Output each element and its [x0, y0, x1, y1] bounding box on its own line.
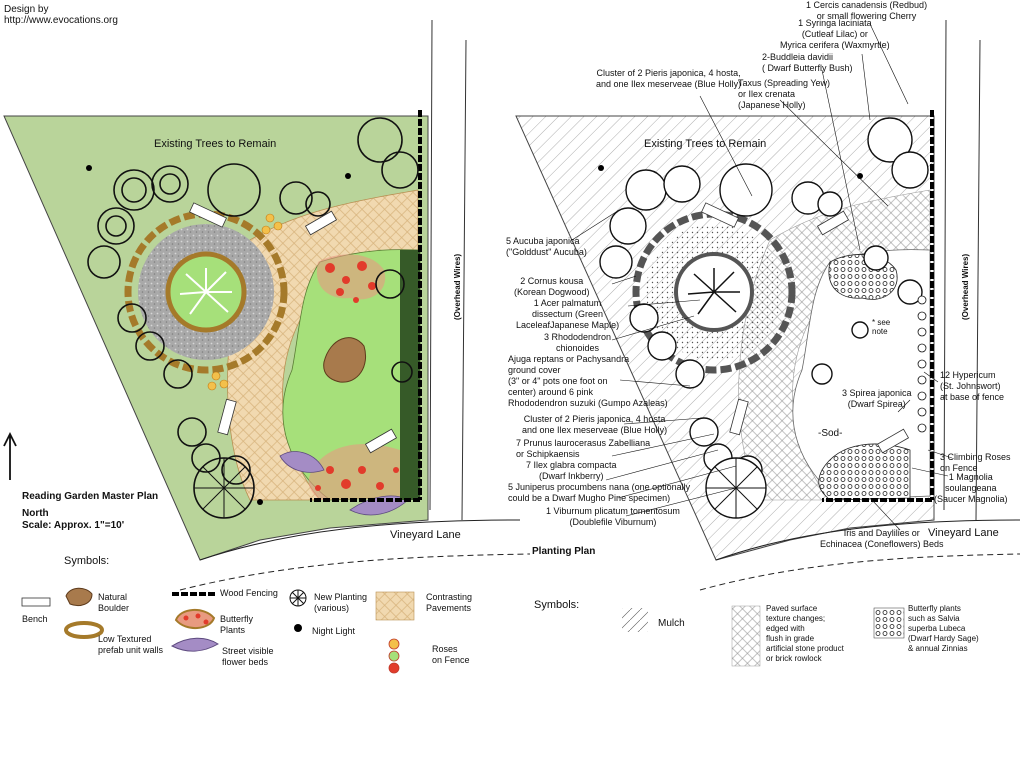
master-boulder [323, 337, 366, 383]
planting-overhead-wires-label: (Overhead Wires) [961, 253, 970, 320]
master-overhead-wire [429, 19, 467, 521]
master-existing-trees-label: Existing Trees to Remain [154, 138, 277, 150]
legend-flower-beds-label: Street visible flower beds [222, 646, 274, 667]
callout-taxus: Taxus (Spreading Yew) or Ilex crenata (J… [738, 78, 831, 110]
legend-walls-label: Low Textured prefab unit walls [98, 634, 164, 655]
callout-rhodo: 3 Rhododendron chionoides [544, 332, 612, 353]
master-plan-title: Reading Garden Master Plan [22, 491, 159, 502]
callout-cornus: 2 Cornus kousa (Korean Dogwood) [514, 276, 590, 297]
callout-aucuba: 5 Aucuba japonica ("Golddust" Aucuba) [506, 236, 587, 257]
north-label: North [22, 508, 49, 519]
planting-street-curve [715, 519, 1021, 561]
legend-boulder-swatch [65, 587, 93, 607]
callout-roses: 3 Climbing Roses on Fence [940, 452, 1011, 473]
master-lane-label: Vineyard Lane [390, 529, 461, 541]
planting-lane-label: Vineyard Lane [928, 527, 999, 539]
master-new-planting-symbols [193, 457, 255, 519]
legend-left-swatches [21, 587, 415, 674]
legend-boulder-label: Natural Boulder [98, 592, 130, 613]
legend-mulch-swatch [622, 608, 648, 632]
legend-butterfly-plants-label: Butterfly plants such as Salvia superba … [908, 604, 979, 653]
callout-ilex-glabra: 7 Ilex glabra compacta (Dwarf Inkberry) [526, 460, 617, 481]
master-hedge [400, 250, 420, 500]
callout-lilac: 1 Syringa laciniata (Cutleaf Lilac) or M… [780, 18, 890, 50]
planting-benches [701, 202, 910, 454]
callout-pieris-mid: Cluster of 2 Pieris japonica, 4 hosta an… [522, 414, 668, 435]
callout-ajuga: Ajuga reptans or Pachysandra ground cove… [508, 354, 668, 408]
legend-bench-label: Bench [22, 614, 48, 624]
callout-buddleia: 2-Buddleia davidii ( Dwarf Butterfly Bus… [762, 52, 853, 73]
sod-label: -Sod- [818, 428, 843, 439]
planting-hypericum-row [917, 295, 927, 433]
legend-new-planting-label: New Planting (various) [314, 592, 368, 613]
legend-left-title: Symbols: [64, 555, 110, 567]
legend-butterfly-swatch [174, 609, 216, 629]
master-center-tree [179, 268, 232, 315]
legend-right-swatches [622, 605, 905, 667]
planting-overhead-wire [943, 19, 981, 521]
callout-viburnum: 1 Viburnum plicatum tomentosum (Doublefi… [546, 506, 680, 527]
legend-bench-swatch [21, 597, 51, 607]
master-street-curve [199, 519, 521, 561]
callout-redbud: 1 Cercis canadensis (Redbud) or small fl… [806, 0, 928, 21]
legend-right-title: Symbols: [534, 599, 580, 611]
planting-existing-trees-label: Existing Trees to Remain [644, 138, 767, 150]
master-flower-bed [279, 451, 325, 473]
master-roses-fence [207, 213, 283, 391]
legend-new-planting-swatch [289, 589, 307, 607]
master-night-lights [86, 165, 351, 505]
legend-paved-swatch [731, 605, 761, 667]
callout-hypericum: 12 Hypericum (St. Johnswort) at base of … [940, 370, 1005, 402]
legend-flower-bed-swatch [170, 637, 219, 652]
callout-spirea: 3 Spirea japonica (Dwarf Spirea) [842, 388, 912, 409]
planting-wood-fence [822, 110, 934, 502]
callout-pieris-top: Cluster of 2 Pieris japonica, 4 hosta, a… [596, 68, 742, 89]
master-wood-fence [310, 110, 422, 502]
legend-pavements-label: Contrasting Pavements [426, 592, 473, 613]
scale-label: Scale: Approx. 1"=10' [22, 520, 125, 531]
legend-butterfly-label: Butterfly Plants [220, 614, 254, 635]
legend-pavement-swatch [375, 591, 415, 621]
legend-roses-label: Roses on Fence [432, 644, 470, 665]
planting-plan-title: Planting Plan [532, 546, 596, 557]
callout-iris: Iris and Daylilies or Echinacea (Coneflo… [820, 528, 944, 549]
legend-night-light-label: Night Light [312, 626, 356, 636]
planting-plan [515, 19, 1021, 591]
legend-butterfly-plants-swatch [873, 607, 905, 639]
see-note-label: * see note [872, 318, 891, 336]
callout-prunus: 7 Prunus laurocerasus Zabelliana or Schi… [516, 438, 651, 459]
master-benches [189, 202, 398, 454]
legend-mulch-label: Mulch [658, 618, 685, 629]
legend-roses-swatch [388, 638, 400, 674]
credit-text: Design by http://www.evocations.org [4, 4, 118, 26]
planting-center-tree [687, 268, 740, 315]
planting-butterfly-bed [818, 443, 911, 501]
master-street-curve-outer [179, 553, 531, 591]
master-plan [3, 19, 531, 591]
north-arrow[interactable] [3, 431, 17, 480]
callout-juniperus: 5 Juniperus procumbens nana (one optiona… [508, 482, 691, 503]
legend-paved-label: Paved surface texture changes; edged wit… [766, 604, 844, 663]
callout-magnolia: 1 Magnolia soulangeana (Saucer Magnolia) [934, 472, 1008, 504]
legend-wall-swatch [64, 621, 104, 639]
master-overhead-wires-label: (Overhead Wires) [453, 253, 462, 320]
callout-leader-lines [571, 23, 953, 531]
callout-acer: 1 Acer palmatum dissectum (Green Lacelea… [516, 298, 620, 330]
legend-night-light-swatch [294, 624, 302, 632]
legend-fencing-label: Wood Fencing [220, 588, 278, 598]
master-rose-dots [315, 261, 399, 491]
planting-street-curve-outer [699, 553, 1021, 591]
planting-night-lights [598, 165, 863, 179]
